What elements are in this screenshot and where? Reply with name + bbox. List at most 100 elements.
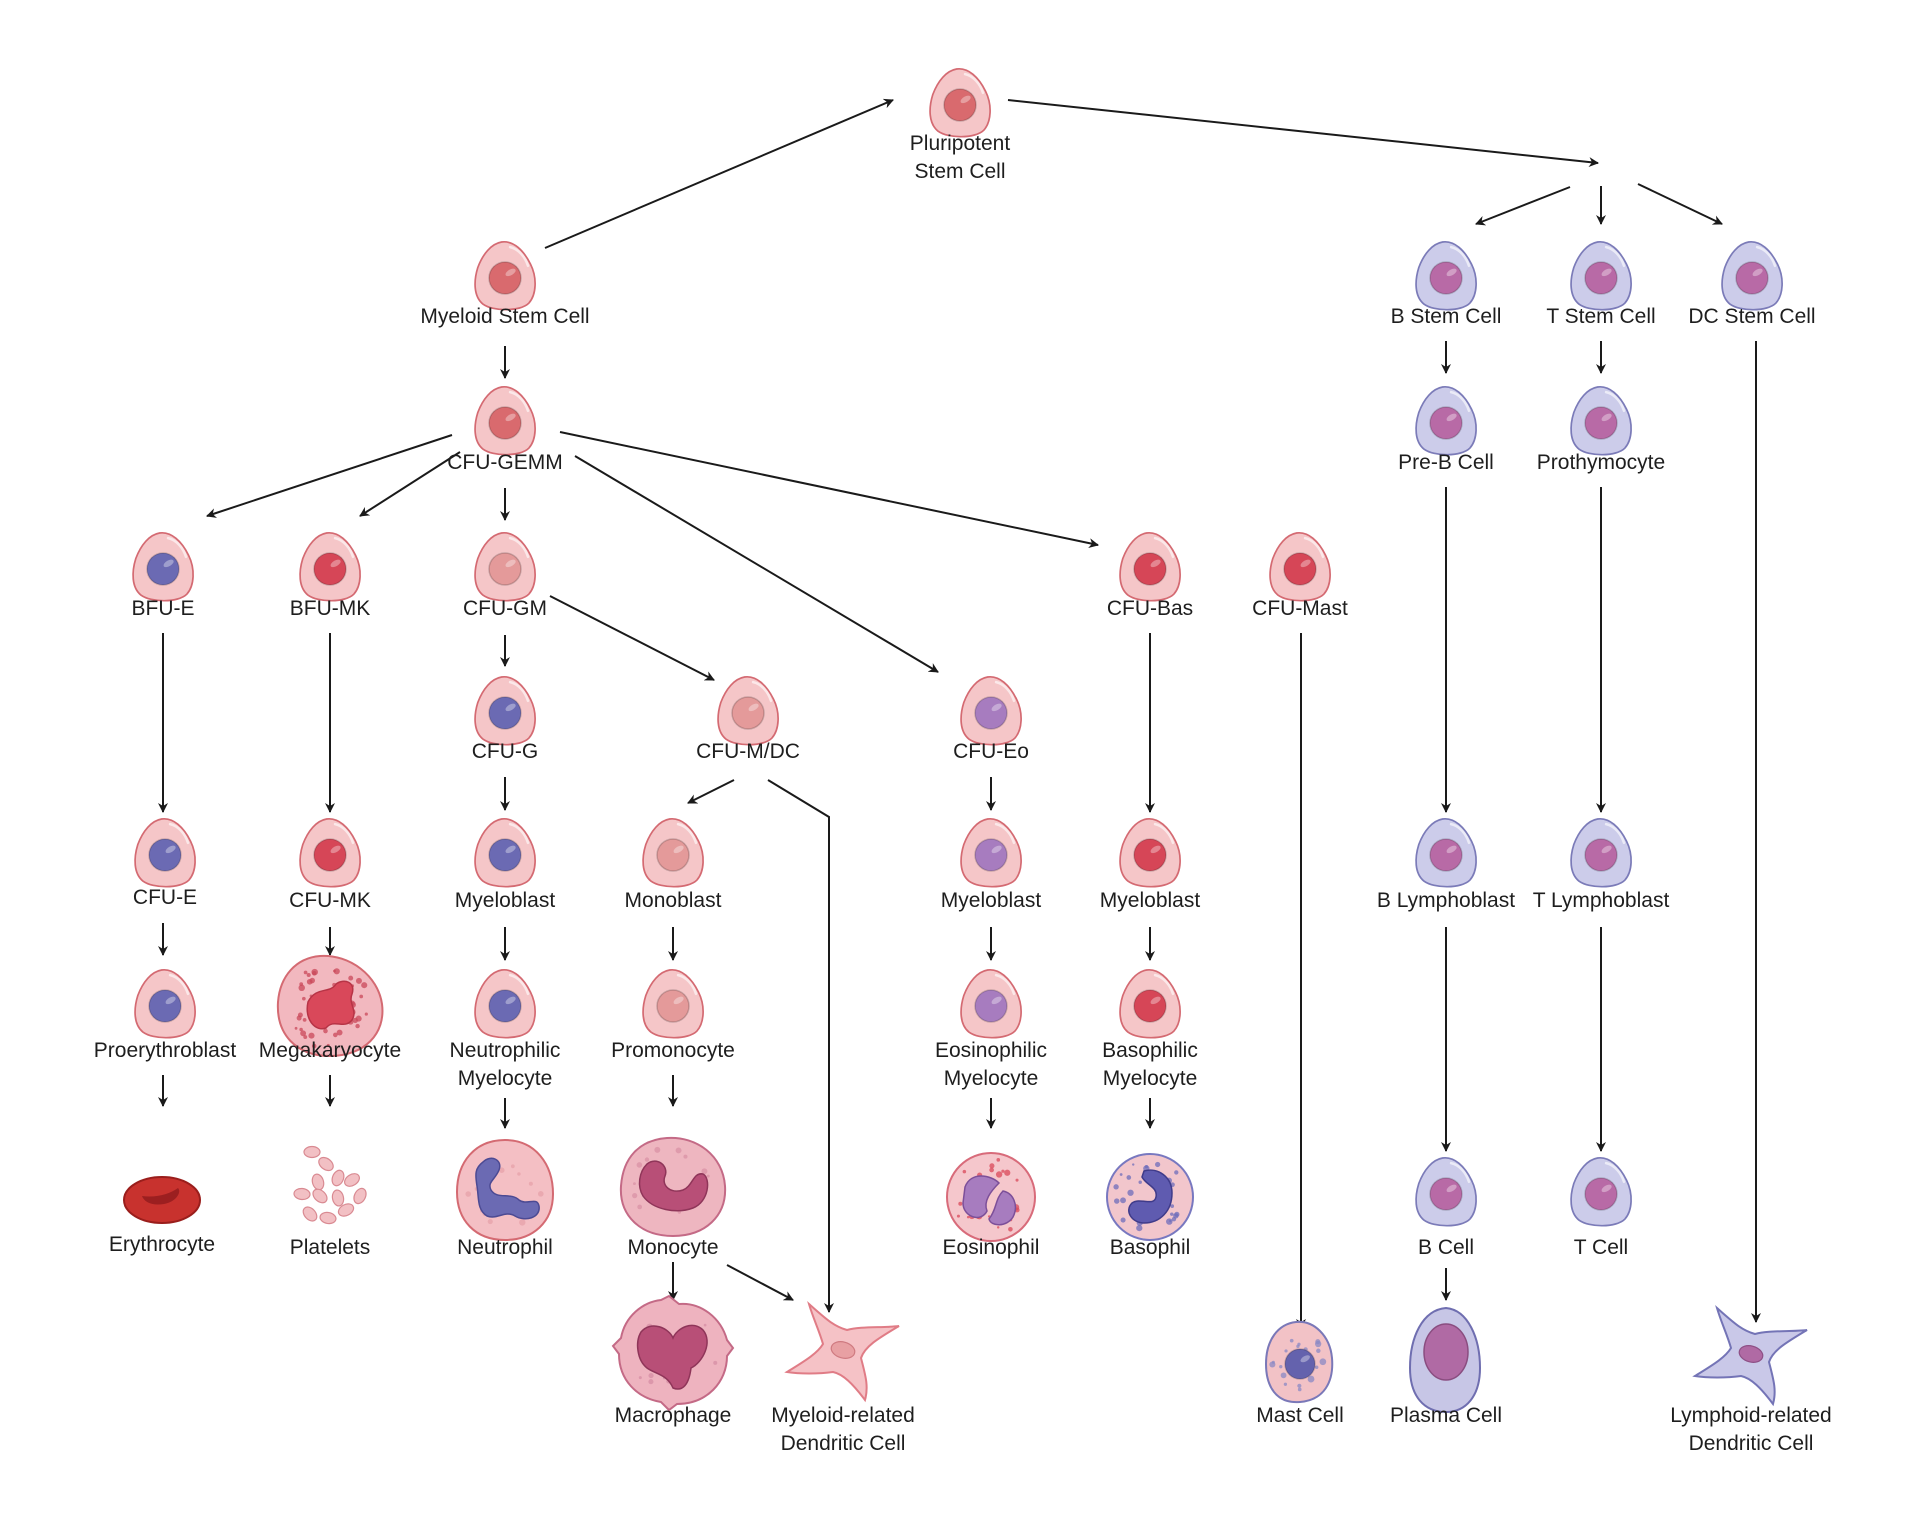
cell-cfu-gm	[474, 532, 536, 602]
cfu-mk-cell-icon	[299, 818, 361, 888]
cell-label-myeloblast-bas: Myeloblast	[1100, 889, 1201, 912]
promonocyte-cell-icon	[642, 969, 704, 1039]
prothymocyte-cell-icon	[1570, 386, 1632, 456]
cell-label-bfu-e: BFU-E	[132, 597, 195, 620]
cell-pre-b	[1415, 386, 1477, 456]
arrow-pluripotent-to-lymphoid-branch	[1007, 99, 1599, 168]
arrow-cfu-m-dc-to-myeloid-dc	[767, 779, 834, 1313]
cell-cfu-mast	[1269, 532, 1331, 602]
cell-label-pre-b: Pre-B Cell	[1398, 451, 1494, 474]
cell-t-cell	[1570, 1157, 1632, 1227]
myeloblast-n-cell-icon	[474, 818, 536, 888]
cell-label-myeloid-dc-line1: Myeloid-related	[771, 1404, 915, 1427]
cell-eosinophilic-myelocyte	[960, 969, 1022, 1039]
cell-label-neutrophilic-myelocyte-line1: Neutrophilic	[450, 1039, 561, 1062]
cell-label-bfu-mk: BFU-MK	[290, 597, 371, 620]
pluripotent-cell-icon	[929, 68, 991, 138]
cell-prothymocyte	[1570, 386, 1632, 456]
neutrophilic-myelocyte-cell-icon	[474, 969, 536, 1039]
cell-basophilic-myelocyte	[1119, 969, 1181, 1039]
bfu-e-cell-icon	[132, 532, 194, 602]
cell-label-t-lymphoblast: T Lymphoblast	[1533, 889, 1670, 912]
cell-bfu-e	[132, 532, 194, 602]
t-lymphoblast-cell-icon	[1570, 818, 1632, 888]
cell-label-promonocyte: Promonocyte	[611, 1039, 735, 1062]
cfu-m-dc-cell-icon	[717, 676, 779, 746]
cell-bfu-mk	[299, 532, 361, 602]
cell-label-proerythroblast: Proerythroblast	[94, 1039, 237, 1062]
arrow-cfu-gemm-to-bfu-e	[206, 434, 453, 518]
cell-label-monocyte: Monocyte	[627, 1236, 718, 1259]
arrow-cfu-m-dc-to-monoblast	[687, 779, 735, 804]
cell-label-t-stem: T Stem Cell	[1546, 305, 1655, 328]
arrow-cfu-gemm-to-cfu-bas	[559, 431, 1099, 549]
cell-label-myeloid-dc-line2: Dendritic Cell	[781, 1432, 906, 1455]
cell-myeloblast-eo	[960, 818, 1022, 888]
cell-myeloid-stem	[474, 241, 536, 311]
b-lymphoblast-cell-icon	[1415, 818, 1477, 888]
cell-label-myeloid-stem: Myeloid Stem Cell	[420, 305, 589, 328]
cell-t-stem	[1570, 241, 1632, 311]
cell-label-t-cell: T Cell	[1574, 1236, 1628, 1259]
cell-label-myeloblast-n: Myeloblast	[455, 889, 556, 912]
cell-mast-cell	[1264, 1320, 1334, 1404]
cell-label-eosinophilic-myelocyte-line1: Eosinophilic	[935, 1039, 1047, 1062]
mast-cell-cell-icon	[1264, 1320, 1334, 1404]
cell-monoblast	[642, 818, 704, 888]
arrow-cfu-gm-to-cfu-m-dc	[549, 595, 715, 681]
cell-myeloblast-bas	[1119, 818, 1181, 888]
cell-monocyte	[619, 1136, 727, 1238]
t-cell-cell-icon	[1570, 1157, 1632, 1227]
myeloid-dc-cell-icon	[784, 1301, 900, 1403]
cell-label-myeloblast-eo: Myeloblast	[941, 889, 1042, 912]
cell-label-megakaryocyte: Megakaryocyte	[259, 1039, 401, 1062]
cell-neutrophil	[455, 1138, 555, 1242]
cell-label-basophil: Basophil	[1110, 1236, 1191, 1259]
cell-label-basophilic-myelocyte-line2: Myelocyte	[1103, 1067, 1198, 1090]
cfu-bas-cell-icon	[1119, 532, 1181, 602]
cfu-mast-cell-icon	[1269, 532, 1331, 602]
cell-label-monoblast: Monoblast	[625, 889, 722, 912]
cell-label-lymphoid-dc-line2: Dendritic Cell	[1689, 1432, 1814, 1455]
cell-plasma-cell	[1408, 1306, 1482, 1414]
arrow-lymphoid-branch-to-b-stem	[1475, 186, 1571, 226]
cell-label-cfu-g: CFU-G	[472, 740, 539, 763]
eosinophil-cell-icon	[946, 1152, 1036, 1242]
arrow-cfu-gemm-to-cfu-eo	[574, 455, 939, 673]
cell-macrophage	[611, 1294, 735, 1412]
cell-cfu-mk	[299, 818, 361, 888]
cell-label-cfu-eo: CFU-Eo	[953, 740, 1029, 763]
cell-lymphoid-dc	[1692, 1305, 1808, 1407]
cell-cfu-e	[134, 818, 196, 888]
myeloblast-bas-cell-icon	[1119, 818, 1181, 888]
monoblast-cell-icon	[642, 818, 704, 888]
platelets-cell-icon	[293, 1145, 367, 1225]
cell-megakaryocyte	[276, 954, 384, 1058]
cell-cfu-g	[474, 676, 536, 746]
arrow-lymphoid-branch-to-dc-stem	[1637, 183, 1723, 225]
neutrophil-cell-icon	[455, 1138, 555, 1242]
pre-b-cell-icon	[1415, 386, 1477, 456]
cell-label-cfu-e: CFU-E	[133, 886, 197, 909]
cell-label-b-cell: B Cell	[1418, 1236, 1474, 1259]
cell-label-cfu-gemm: CFU-GEMM	[447, 451, 562, 474]
monocyte-cell-icon	[619, 1136, 727, 1238]
macrophage-cell-icon	[611, 1294, 735, 1412]
cell-label-b-lymphoblast: B Lymphoblast	[1377, 889, 1515, 912]
cell-label-neutrophil: Neutrophil	[457, 1236, 553, 1259]
arrow-cfu-gemm-to-bfu-mk	[359, 451, 461, 517]
arrows-layer	[158, 98, 1761, 1329]
cell-myeloblast-n	[474, 818, 536, 888]
cell-label-cfu-m-dc: CFU-M/DC	[696, 740, 800, 763]
cell-basophil	[1106, 1153, 1194, 1241]
cell-label-prothymocyte: Prothymocyte	[1537, 451, 1665, 474]
cell-label-pluripotent-line1: Pluripotent	[910, 132, 1011, 155]
cell-label-cfu-mast: CFU-Mast	[1252, 597, 1348, 620]
cell-cfu-eo	[960, 676, 1022, 746]
cfu-gemm-cell-icon	[474, 386, 536, 456]
cell-label-platelets: Platelets	[290, 1236, 371, 1259]
cell-cfu-m-dc	[717, 676, 779, 746]
cell-neutrophilic-myelocyte	[474, 969, 536, 1039]
